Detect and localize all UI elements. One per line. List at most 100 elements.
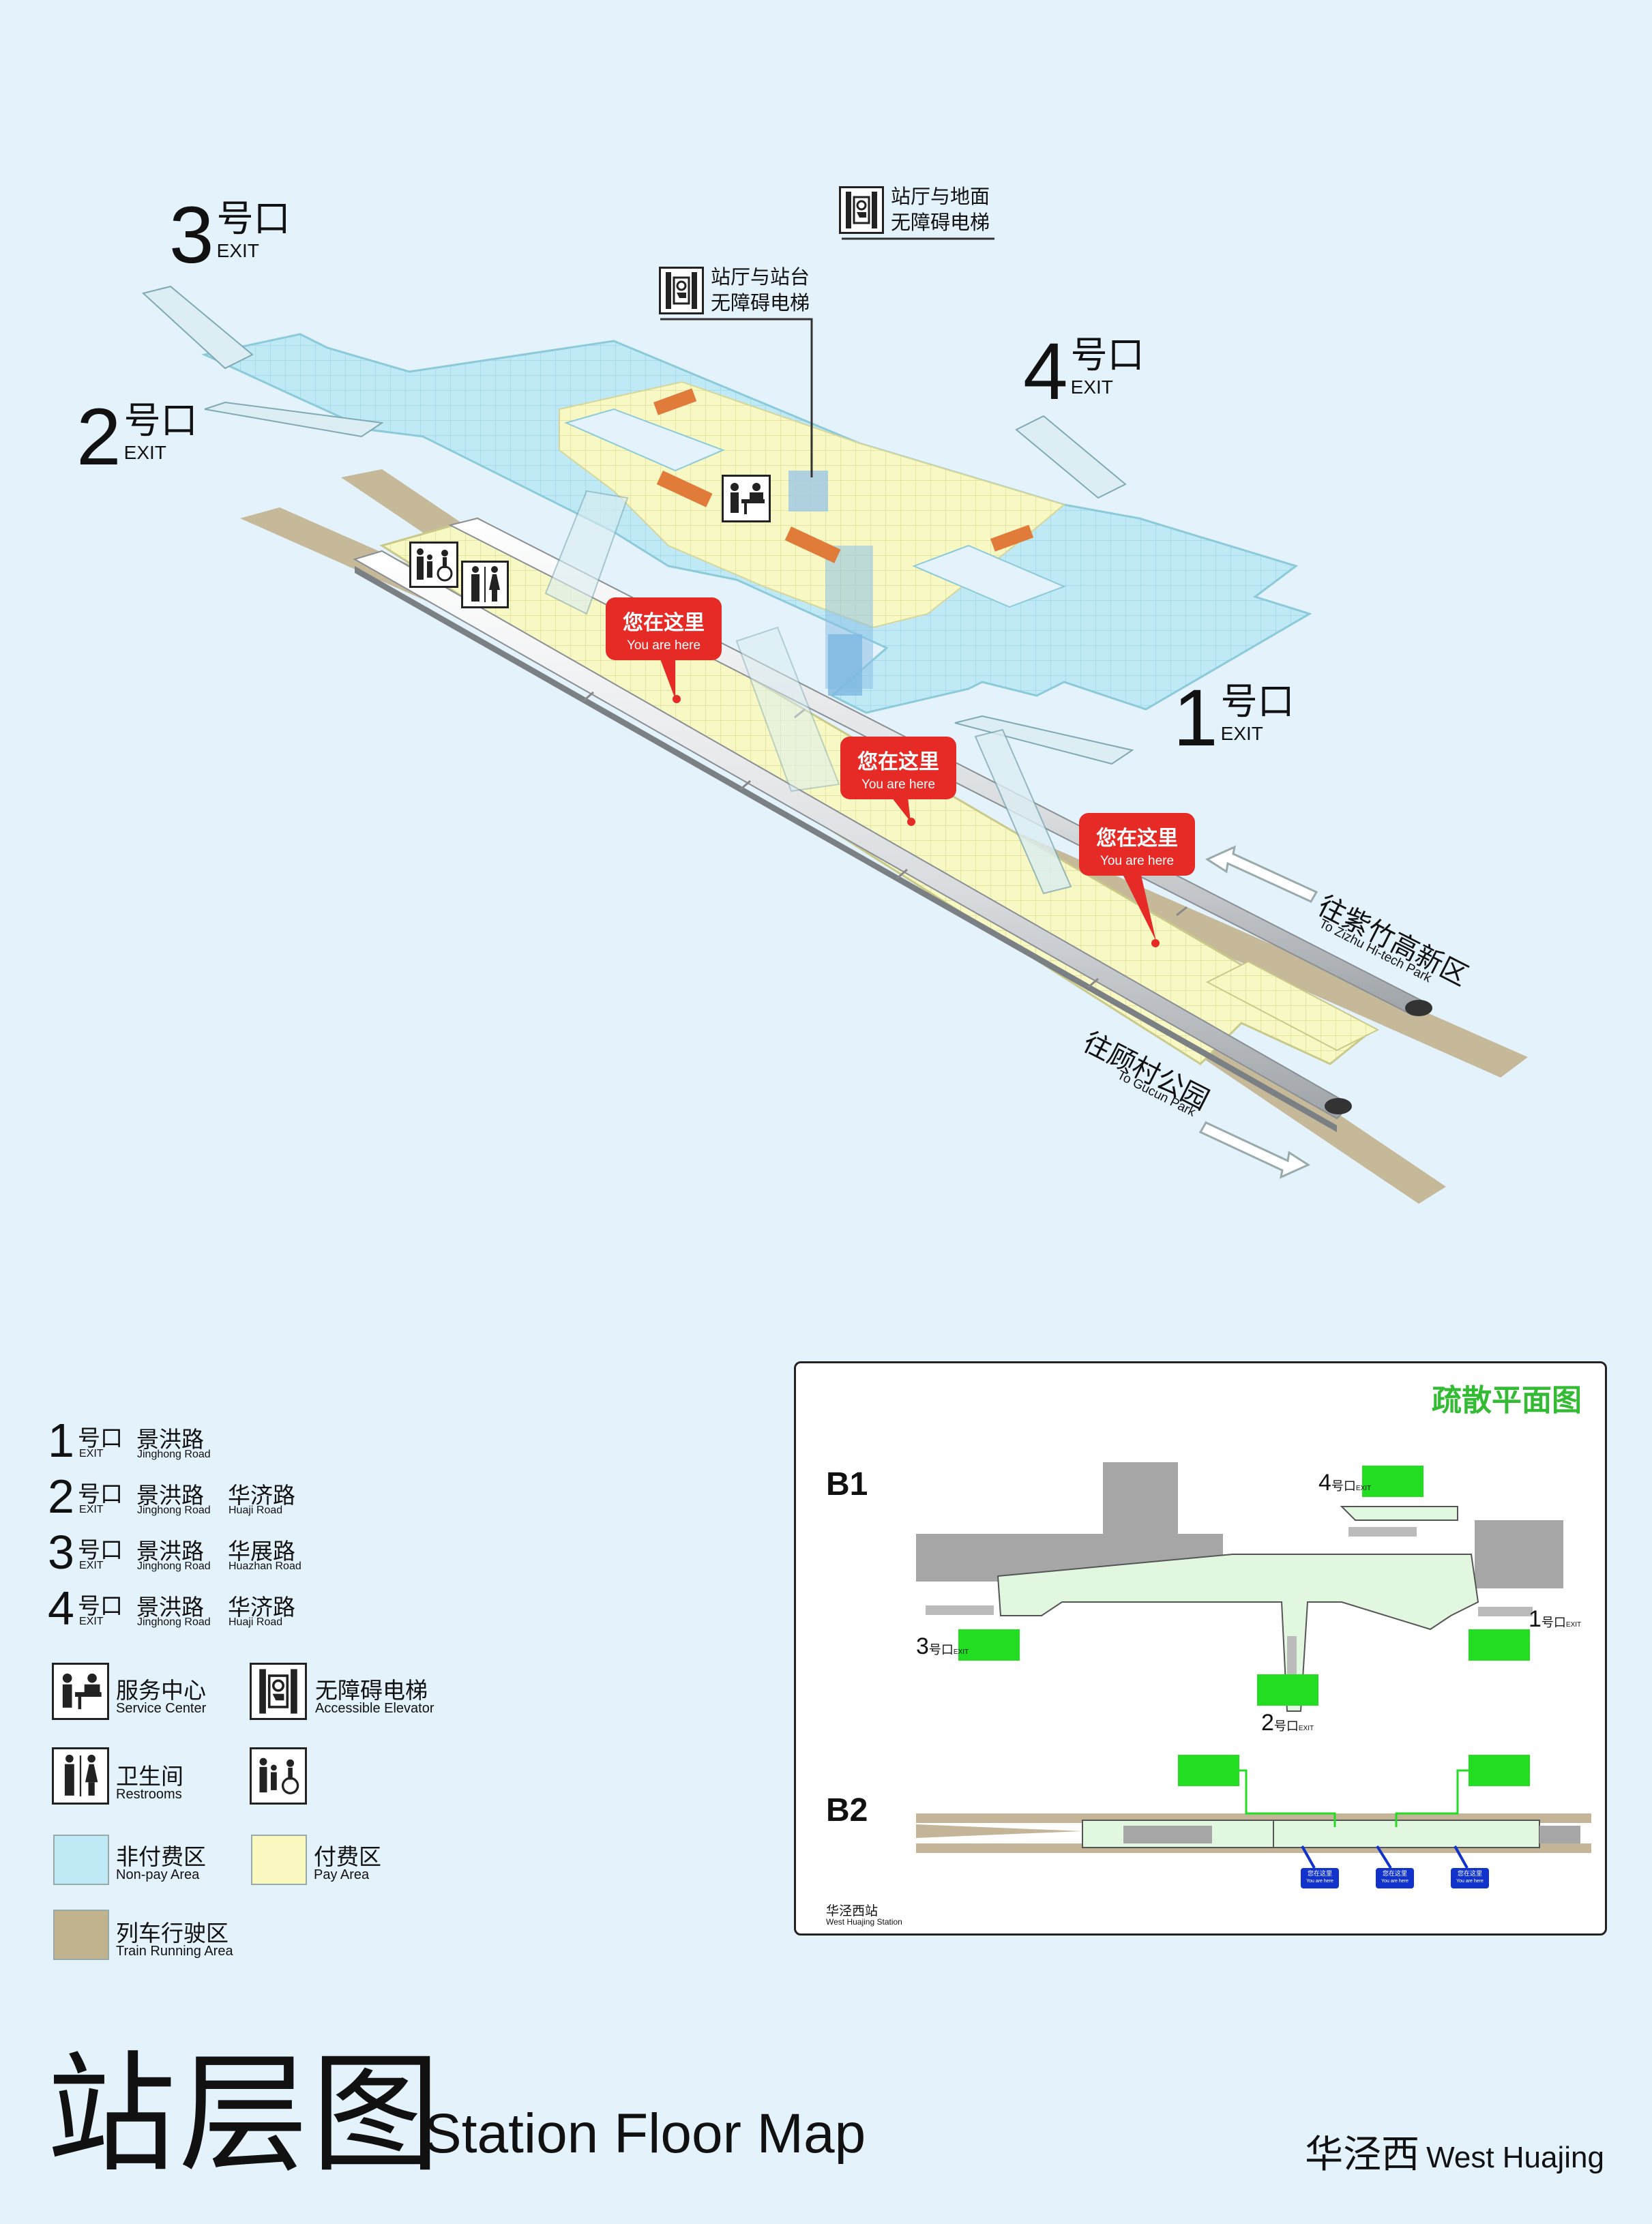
evac-pin-en: You are here (1306, 1879, 1333, 1884)
evacuation-title: 疏散平面图 (1432, 1384, 1582, 1417)
legend-en: Restrooms (116, 1787, 182, 1802)
evac-station-zh: 华泾西站 (826, 1904, 879, 1918)
legend-road2-en: Huaji Road (228, 1616, 283, 1628)
callout-line2: 无障碍电梯 (711, 293, 810, 314)
legend-family-restroom-icon (250, 1747, 307, 1805)
service-center-icon (722, 475, 771, 522)
legend-exit-4: 4 号口 EXIT 景洪路 Jinghong Road 华济路 Huaji Ro… (48, 1584, 389, 1633)
exit-number: 1 (1173, 673, 1218, 763)
legend-service-center-icon (52, 1663, 109, 1720)
evac-exit-zh: 号口 (1541, 1616, 1566, 1629)
evac-exit-en: EXIT (1355, 1485, 1372, 1492)
accessible-elevator-icon (659, 267, 704, 314)
arrow-gucun (1198, 1121, 1311, 1179)
legend-zh: 卫生间 (116, 1764, 183, 1789)
legend-accessible-elevator-icon (250, 1663, 307, 1720)
legend-road2-zh: 华济路 (228, 1595, 295, 1620)
legend-road1-en: Jinghong Road (137, 1449, 211, 1460)
legend-en: Pay Area (314, 1867, 370, 1882)
exit-en: EXIT (1070, 376, 1113, 398)
evac-exit-3: 3号口EXIT (916, 1633, 969, 1660)
family-restroom-icon (409, 542, 458, 588)
exit-zh: 号口 (216, 198, 291, 239)
legend-exit-en: EXIT (79, 1616, 104, 1627)
legend-exit-en: EXIT (79, 1448, 104, 1459)
exit-2-label: 2 号口 EXIT (76, 397, 198, 477)
legend-zh: 列车行驶区 (116, 1921, 228, 1946)
legend-exit-num: 1 (48, 1414, 74, 1467)
station-name-en: West Huajing (1426, 2141, 1604, 2174)
evac-exit-4: 4号口EXIT (1318, 1470, 1371, 1496)
legend-zh: 服务中心 (116, 1678, 206, 1703)
evacuation-floorplan (916, 1462, 1591, 1888)
evac-exit-num: 2 (1261, 1710, 1274, 1736)
evac-exit-en: EXIT (1565, 1621, 1582, 1629)
legend-road2-en: Huazhan Road (228, 1560, 301, 1572)
callout-line1: 站厅与站台 (711, 267, 810, 288)
legend-exit-num: 2 (48, 1470, 74, 1523)
legend-restroom-icon (52, 1747, 109, 1805)
callout-line1: 站厅与地面 (891, 186, 990, 208)
legend-zh: 付费区 (314, 1844, 381, 1869)
legend-road1-zh: 景洪路 (136, 1539, 204, 1564)
arrow-zizhu (1205, 845, 1318, 903)
station-name-zh: 华泾西 (1305, 2133, 1420, 2176)
leader-platform-elevator (660, 318, 813, 477)
legend-road1-en: Jinghong Road (137, 1616, 211, 1628)
pin-zh: 您在这里 (857, 751, 939, 773)
evac-exit-en: EXIT (953, 1648, 969, 1656)
legend-exit-2: 2 号口 EXIT 景洪路 Jinghong Road 华济路 Huaji Ro… (48, 1472, 389, 1521)
exit-1-label: 1 号口 EXIT (1173, 678, 1295, 758)
callout-platform-elevator: 站厅与站台无障碍电梯 (659, 265, 810, 316)
legend-exit-3: 3 号口 EXIT 景洪路 Jinghong Road 华展路 Huazhan … (48, 1528, 389, 1577)
legend-exit-zh: 号口 (78, 1425, 123, 1451)
legend-road1-zh: 景洪路 (136, 1483, 204, 1508)
evac-exit-num: 4 (1318, 1470, 1331, 1496)
level-b2-label: B2 (826, 1792, 868, 1828)
station-diagram (141, 237, 1528, 1204)
evac-exit-num: 3 (916, 1633, 929, 1659)
train-south (353, 550, 1352, 1132)
legend-road2-zh: 华展路 (228, 1539, 295, 1564)
legend-exit-num: 3 (48, 1526, 74, 1579)
evacuation-plan: 疏散平面图 B1 B2 (794, 1361, 1607, 1936)
callout-line2: 无障碍电梯 (891, 212, 990, 234)
legend-nonpay-swatch (53, 1835, 109, 1885)
legend-exit-1: 1 号口 EXIT 景洪路 Jinghong Road (48, 1416, 389, 1465)
evac-pin-en: You are here (1381, 1879, 1408, 1884)
legend-road1-zh: 景洪路 (136, 1427, 204, 1452)
legend-en: Service Center (116, 1701, 207, 1716)
exit-4-label: 4 号口 EXIT (1023, 331, 1145, 412)
evac-exit-2: 2号口EXIT (1261, 1710, 1314, 1736)
elevator-shaft-platform (788, 471, 828, 511)
page-title: 站层图 (46, 2043, 444, 2187)
legend-exit-zh: 号口 (78, 1593, 123, 1618)
pin-zh: 您在这里 (1096, 827, 1178, 850)
level-b1-label: B1 (826, 1466, 868, 1502)
evac-exit-en: EXIT (1298, 1725, 1314, 1732)
legend-exit-en: EXIT (79, 1504, 104, 1515)
exit-number: 4 (1023, 327, 1068, 417)
pin-en: You are here (861, 777, 936, 792)
evac-exit-1: 1号口EXIT (1529, 1606, 1581, 1633)
legend-zh: 非付费区 (116, 1844, 206, 1869)
legend-exit-zh: 号口 (78, 1481, 123, 1507)
callout-ground-elevator: 站厅与地面无障碍电梯 (839, 184, 990, 236)
evac-exit-zh: 号口 (1273, 1719, 1299, 1733)
platform-extension (1205, 960, 1380, 1052)
legend-road1-zh: 景洪路 (136, 1595, 204, 1620)
legend-en: Non-pay Area (116, 1867, 200, 1882)
exit-zh: 号口 (1220, 681, 1295, 722)
legend-exit-num: 4 (48, 1582, 74, 1635)
exit-en: EXIT (216, 240, 259, 261)
evac-exit-zh: 号口 (1331, 1479, 1356, 1493)
page-title-en: Station Floor Map (424, 2103, 866, 2165)
evac-pin-zh: 您在这里 (1307, 1870, 1332, 1877)
you-are-here-pin: 您在这里 You are here (840, 737, 956, 799)
accessible-elevator-icon (839, 186, 884, 234)
escalators (141, 285, 1134, 895)
